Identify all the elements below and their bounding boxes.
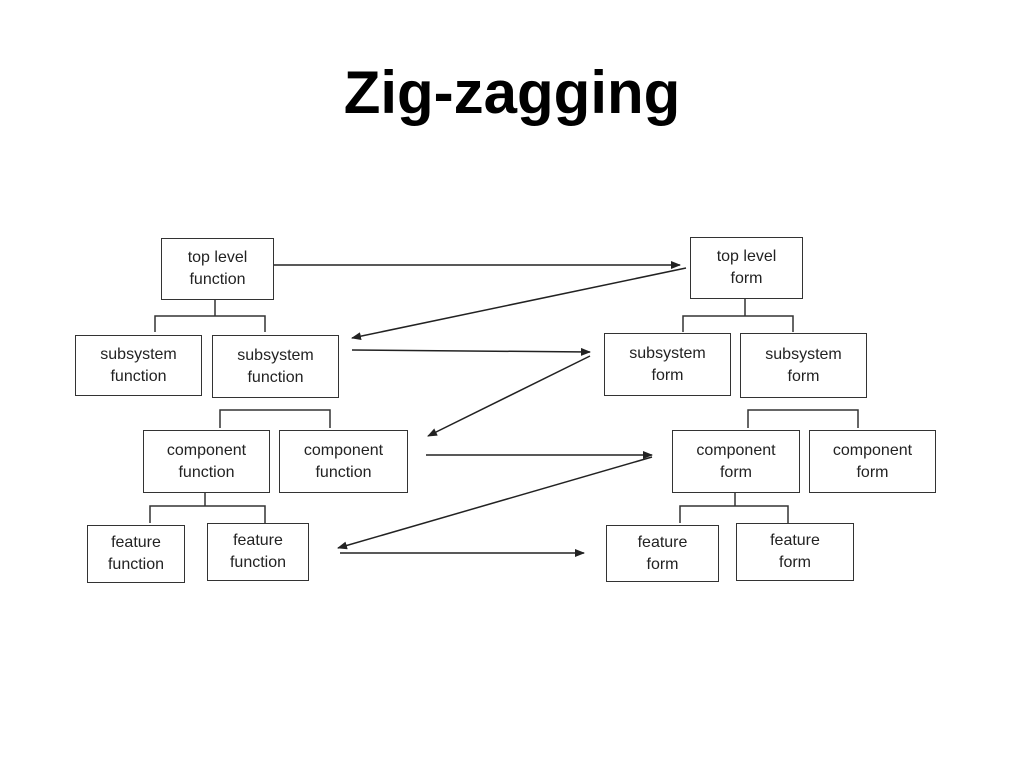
- tree-line-top-function: [154, 315, 266, 332]
- top-level-function-box: top level function: [161, 238, 274, 300]
- box-label: component function: [166, 441, 247, 481]
- box-label: subsystem form: [765, 345, 842, 385]
- component-form-box-2: component form: [809, 430, 936, 493]
- arrow-top-form-to-subsystem-function: [351, 267, 687, 341]
- function-tree-lines: [149, 299, 331, 523]
- arrow-subsystem-function-to-subsystem-form: [351, 347, 591, 356]
- box-label: feature form: [770, 532, 820, 571]
- box-label: subsystem function: [237, 346, 314, 386]
- tree-line-top-form: [682, 315, 794, 332]
- subsystem-form-box-1: subsystem form: [604, 333, 731, 396]
- box-label: component form: [832, 441, 913, 481]
- feature-function-box-2: feature function: [207, 523, 309, 581]
- subsystem-form-box-2: subsystem form: [740, 333, 867, 398]
- feature-form-box-1: feature form: [606, 525, 719, 582]
- box-label: top level function: [187, 249, 248, 288]
- component-form-box-1: component form: [672, 430, 800, 493]
- tree-line-component-form: [679, 505, 789, 523]
- arrow-component-form-to-feature-function: [337, 456, 653, 550]
- tree-line-subsystem-function: [219, 409, 331, 428]
- subsystem-function-box-1: subsystem function: [75, 335, 202, 396]
- box-label: feature form: [637, 533, 688, 573]
- slide-title: Zig-zagging: [343, 59, 681, 126]
- tree-line-subsystem-form: [747, 409, 859, 428]
- box-label: feature function: [229, 532, 287, 571]
- box-label: component form: [696, 441, 776, 481]
- box-label: component function: [303, 441, 384, 481]
- feature-form-box-2: feature form: [736, 523, 854, 581]
- zigzag-arrows: [274, 261, 687, 557]
- feature-function-box-1: feature function: [87, 525, 185, 583]
- top-level-form-box: top level form: [690, 237, 803, 299]
- form-tree-lines: [679, 299, 859, 523]
- tree-line-component-function: [149, 505, 266, 523]
- box-label: top level form: [716, 248, 777, 287]
- component-function-box-2: component function: [279, 430, 408, 493]
- box-label: subsystem function: [100, 345, 177, 385]
- arrow-subsystem-form-to-component-function: [427, 355, 591, 437]
- component-function-box-1: component function: [143, 430, 270, 493]
- box-label: subsystem form: [629, 344, 706, 384]
- box-label: feature function: [107, 534, 165, 573]
- subsystem-function-box-2: subsystem function: [212, 335, 339, 398]
